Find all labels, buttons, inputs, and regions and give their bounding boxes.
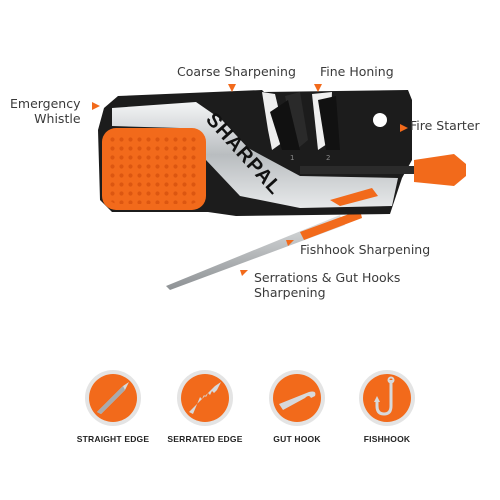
edge-types-row: STRAIGHT EDGE SERRATED EDGE GUT HOOK	[0, 368, 500, 458]
fishhook-groove	[330, 188, 378, 206]
callout-serrations-line2: Sharpening	[254, 285, 326, 300]
fire-starter-rod	[300, 154, 466, 186]
callout-fire-starter: Fire Starter	[410, 118, 480, 133]
callout-emergency-line2: Whistle	[34, 111, 81, 126]
callout-fine-honing: Fine Honing	[320, 64, 394, 79]
serrated-edge-icon	[177, 370, 233, 426]
callout-emergency-whistle: Emergency Whistle	[10, 96, 81, 126]
callout-arrows	[92, 84, 408, 276]
callout-coarse-sharpening: Coarse Sharpening	[177, 64, 296, 79]
callout-serrations: Serrations & Gut Hooks Sharpening	[254, 270, 400, 300]
callout-serrations-line1: Serrations & Gut Hooks	[254, 270, 401, 285]
edge-type-label: FISHHOOK	[363, 434, 411, 444]
svg-text:2: 2	[326, 154, 330, 162]
edge-type-label: SERRATED EDGE	[167, 434, 243, 444]
gut-hook-icon	[269, 370, 325, 426]
edge-type-gut-hook: GUT HOOK	[242, 368, 352, 444]
edge-type-label: STRAIGHT EDGE	[76, 434, 150, 444]
sharpening-slots: 1 2	[262, 92, 340, 162]
edge-type-label: GUT HOOK	[273, 434, 321, 444]
fishhook-icon	[359, 370, 415, 426]
svg-text:1: 1	[290, 154, 294, 162]
sharpener-body: SHARPAL 1 2	[98, 90, 466, 216]
lanyard-hole	[373, 113, 387, 127]
edge-type-serrated: SERRATED EDGE	[150, 368, 260, 444]
diamond-rod	[166, 210, 362, 290]
callout-emergency-line1: Emergency	[10, 96, 81, 111]
edge-type-fishhook: FISHHOOK	[332, 368, 442, 444]
sharpener-illustration: SHARPAL 1 2	[92, 84, 466, 290]
straight-edge-icon	[85, 370, 141, 426]
edge-type-straight: STRAIGHT EDGE	[58, 368, 168, 444]
callout-fishhook-sharpening: Fishhook Sharpening	[300, 242, 431, 257]
